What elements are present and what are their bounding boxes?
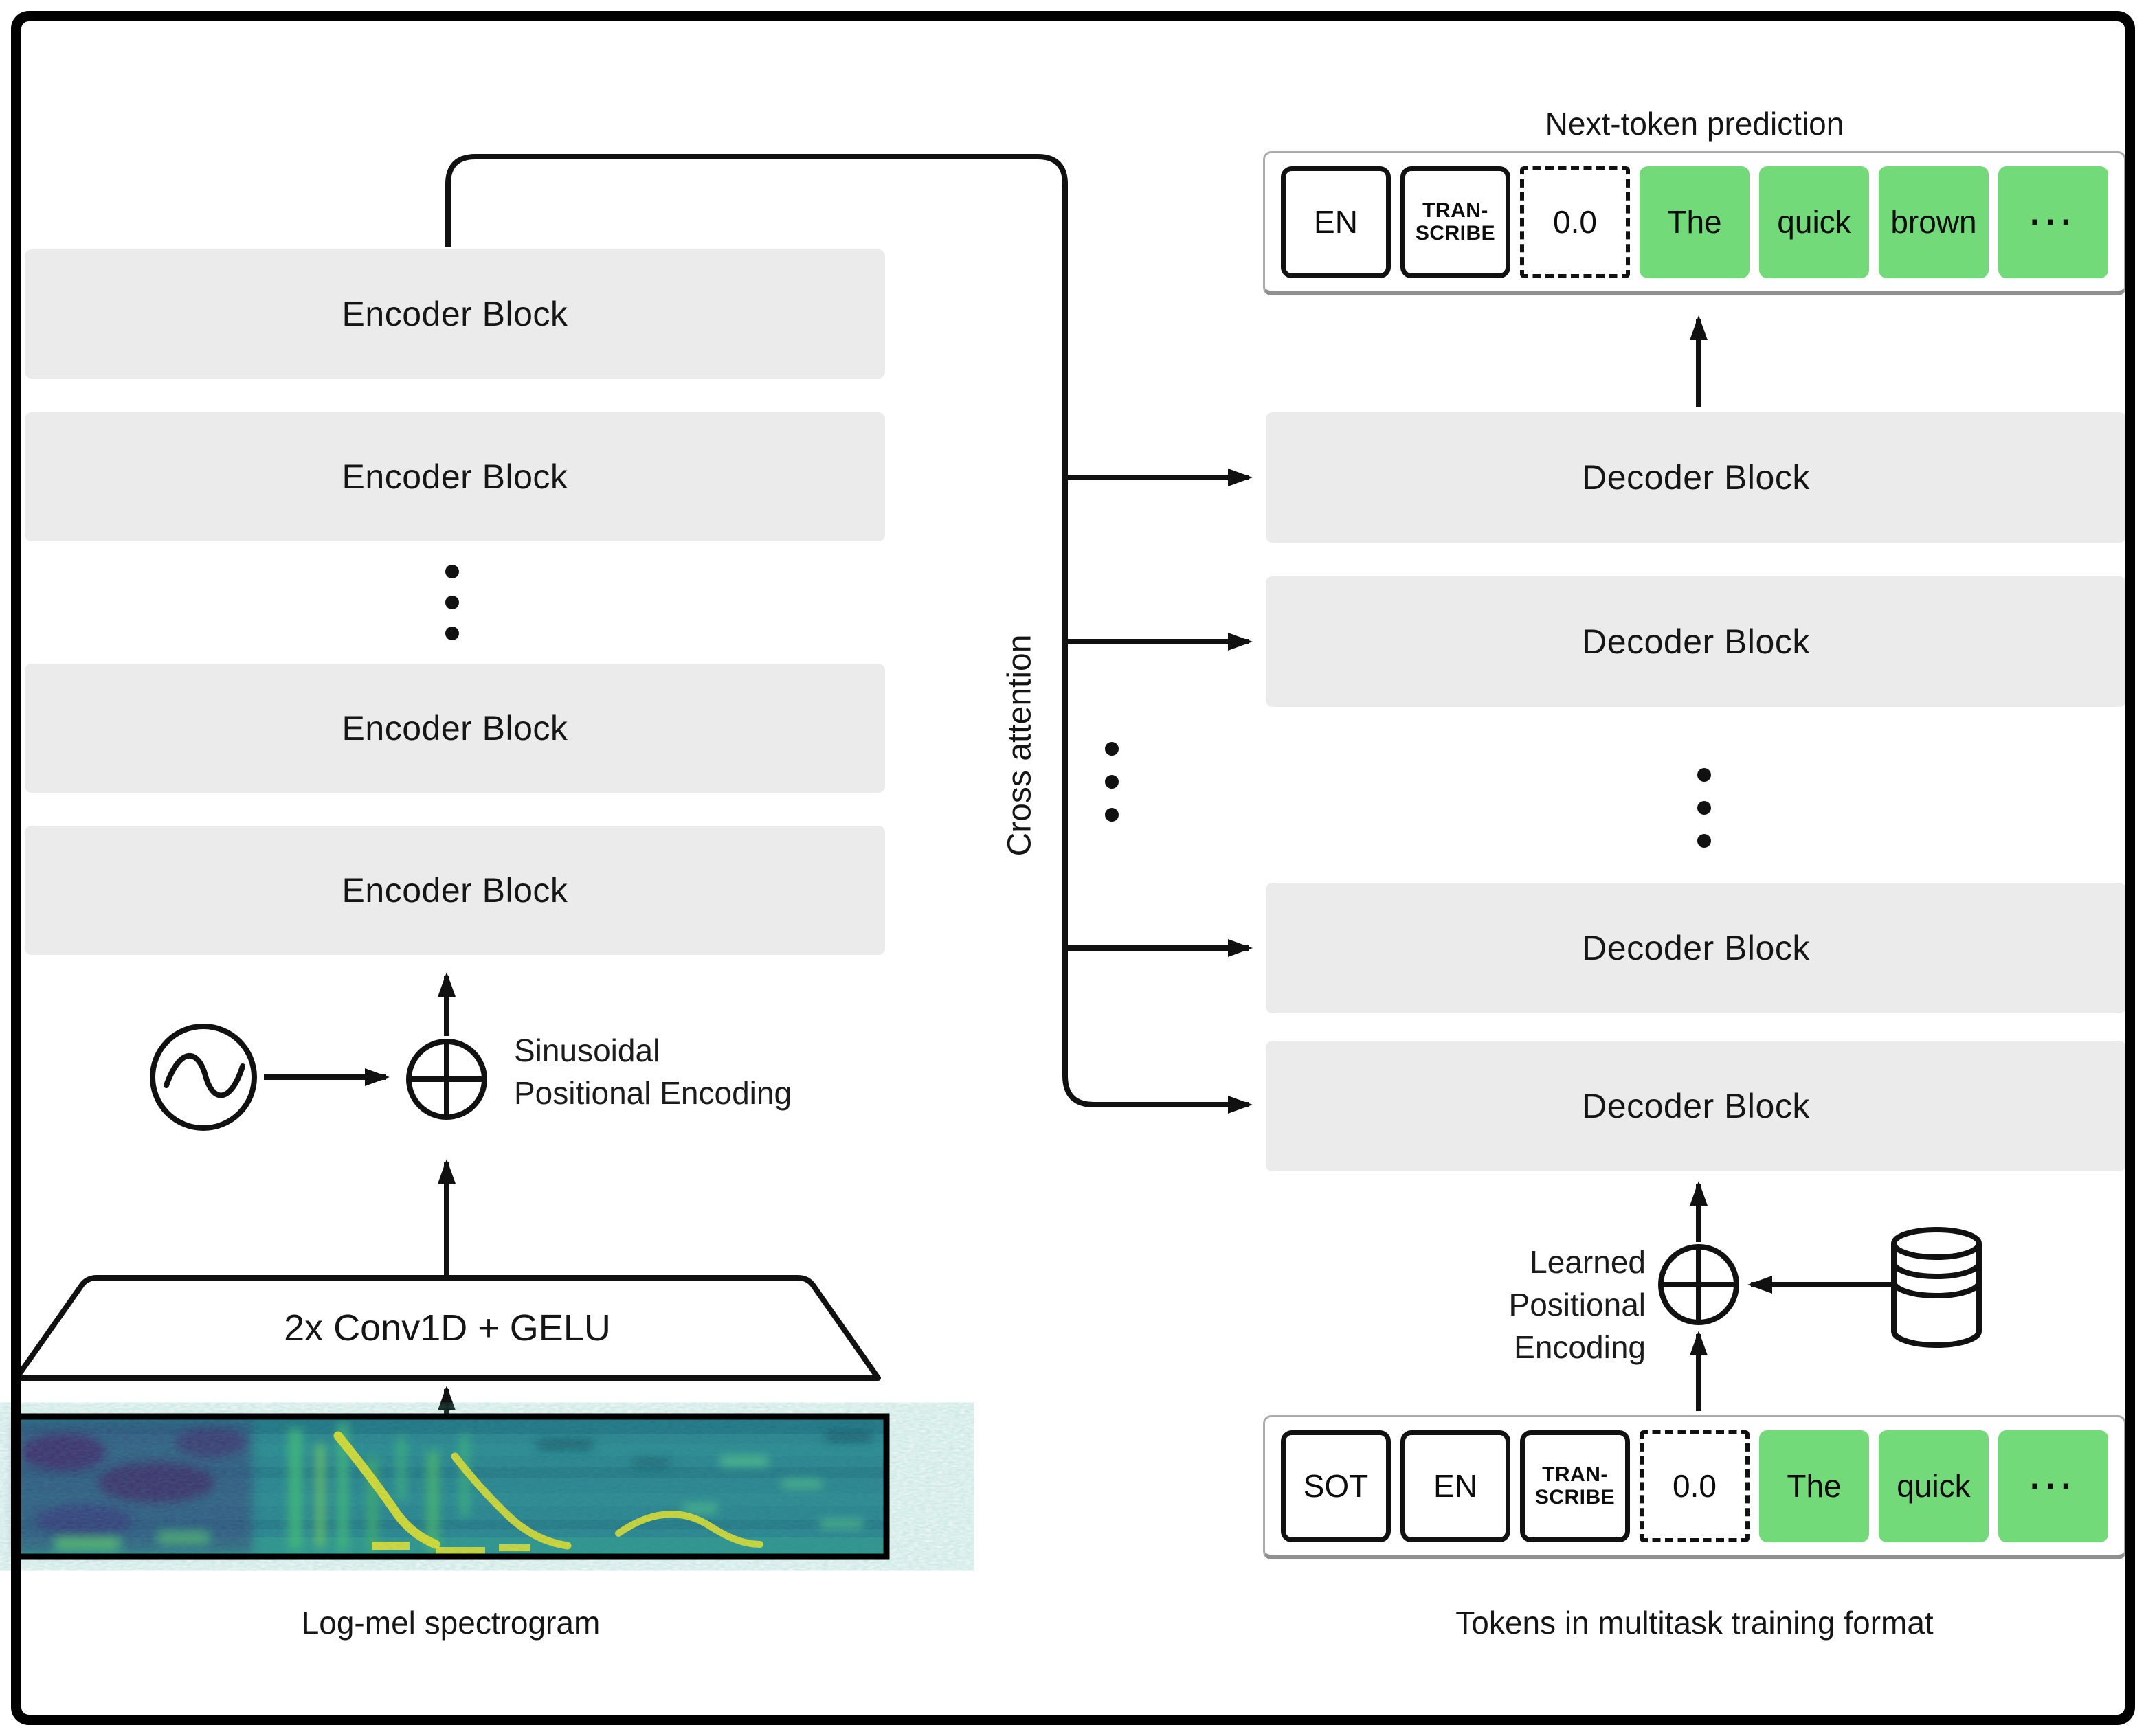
token-timestamp: 0.0 xyxy=(1520,166,1630,278)
decoder-block-2: Decoder Block xyxy=(1266,883,2126,1013)
output-token-row: EN TRAN-SCRIBE 0.0 The quick brown ··· xyxy=(1263,151,2126,295)
input-token-row: SOT EN TRAN-SCRIBE 0.0 The quick ··· xyxy=(1263,1415,2126,1559)
decoder-block-4: Decoder Block xyxy=(1266,412,2126,543)
token-the: The xyxy=(1640,166,1750,278)
decoder-block-1: Decoder Block xyxy=(1266,1041,2126,1171)
multitask-tokens-caption: Tokens in multitask training format xyxy=(1455,1605,1934,1641)
cross-attention-label: Cross attention xyxy=(1001,634,1038,857)
token-timestamp: 0.0 xyxy=(1640,1430,1750,1542)
learned-label-line1: Learned xyxy=(1530,1244,1646,1280)
decoder-block-3: Decoder Block xyxy=(1266,576,2126,707)
database-icon xyxy=(1891,1227,1982,1348)
token-en: EN xyxy=(1281,166,1391,278)
learned-label-line2: Positional Encoding xyxy=(1508,1287,1646,1365)
conv-gelu-label: 2x Conv1D + GELU xyxy=(284,1307,611,1349)
encoder-block-1: Encoder Block xyxy=(25,826,885,955)
token-sot: SOT xyxy=(1281,1430,1391,1542)
token-quick: quick xyxy=(1879,1430,1989,1542)
sine-wave-icon xyxy=(150,1024,257,1131)
plus-circle-icon-decoder xyxy=(1658,1244,1739,1325)
plus-circle-icon-encoder xyxy=(406,1039,487,1120)
encoder-block-4: Encoder Block xyxy=(25,249,885,379)
token-brown: brown xyxy=(1879,166,1989,278)
token-the: The xyxy=(1759,1430,1869,1542)
decoder-ellipsis-dots xyxy=(1697,768,1711,848)
sinusoidal-label-line2: Positional Encoding xyxy=(514,1075,792,1111)
spectrogram-image xyxy=(12,1413,890,1560)
learned-positional-encoding-label: Learned Positional Encoding xyxy=(1371,1241,1646,1368)
token-transcribe: TRAN-SCRIBE xyxy=(1400,166,1510,278)
spectrogram-caption: Log-mel spectrogram xyxy=(301,1605,601,1641)
encoder-block-3: Encoder Block xyxy=(25,412,885,541)
sinusoidal-label-line1: Sinusoidal xyxy=(514,1033,660,1068)
next-token-prediction-title: Next-token prediction xyxy=(1545,106,1844,142)
encoder-ellipsis-dots xyxy=(445,565,459,640)
token-ellipsis: ··· xyxy=(1998,166,2108,278)
cross-attention-ellipsis-dots xyxy=(1105,742,1119,822)
token-ellipsis: ··· xyxy=(1998,1430,2108,1542)
encoder-block-2: Encoder Block xyxy=(25,664,885,793)
cross-attention-connectors xyxy=(445,154,1253,1114)
token-en: EN xyxy=(1400,1430,1510,1542)
token-transcribe: TRAN-SCRIBE xyxy=(1520,1430,1630,1542)
conv-trapezoid xyxy=(14,1275,881,1381)
token-quick: quick xyxy=(1759,166,1869,278)
sinusoidal-positional-encoding-label: Sinusoidal Positional Encoding xyxy=(514,1029,792,1114)
